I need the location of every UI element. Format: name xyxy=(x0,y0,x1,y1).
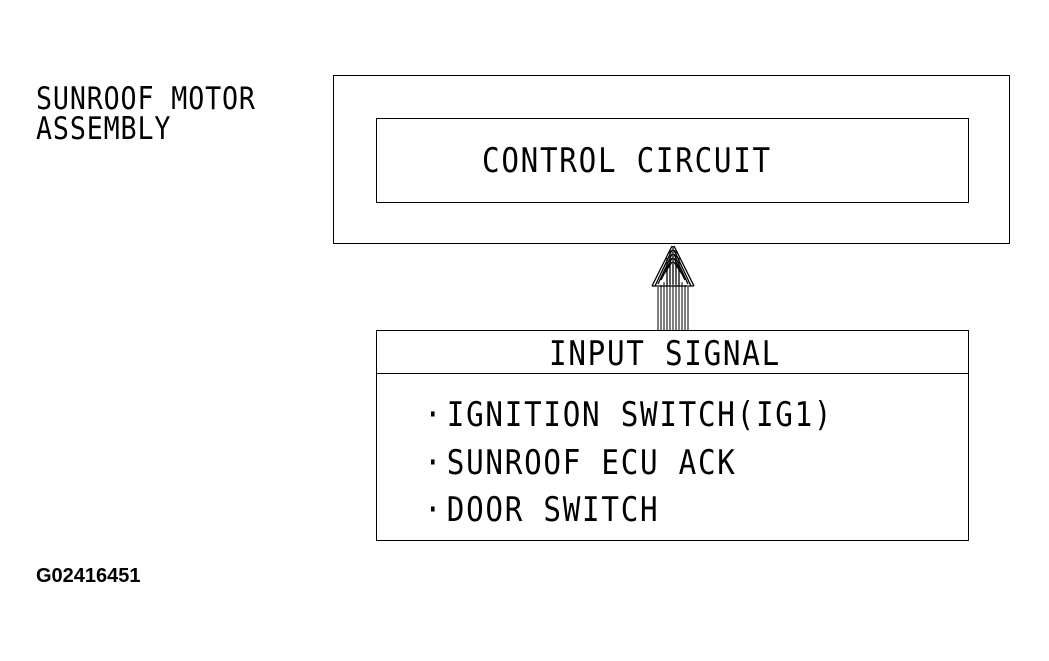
signal-item-label: SUNROOF ECU ACK xyxy=(446,443,737,483)
sunroof-motor-assembly-label: SUNROOF MOTOR ASSEMBLY xyxy=(36,81,256,147)
bullet-icon: · xyxy=(424,443,444,483)
figure-code: G02416451 xyxy=(36,565,141,587)
signal-item-label: DOOR SWITCH xyxy=(446,490,660,530)
control-circuit-label: CONTROL CIRCUIT xyxy=(482,141,772,181)
signal-item-label: IGNITION SWITCH(IG1) xyxy=(446,395,834,435)
input-signal-header: INPUT SIGNAL xyxy=(549,334,781,374)
assembly-label-line1: SUNROOF MOTOR xyxy=(36,81,256,117)
input-signal-divider xyxy=(376,373,969,374)
bullet-icon: · xyxy=(424,490,444,530)
input-signal-box xyxy=(376,330,969,541)
signal-item-ignition-switch: ·IGNITION SWITCH(IG1) xyxy=(424,398,833,432)
control-circuit-box xyxy=(376,118,969,203)
signal-flow-arrow xyxy=(651,245,695,330)
signal-item-door-switch: ·DOOR SWITCH xyxy=(424,493,659,527)
bullet-icon: · xyxy=(424,395,444,435)
signal-item-sunroof-ecu-ack: ·SUNROOF ECU ACK xyxy=(424,446,737,480)
assembly-label-line2: ASSEMBLY xyxy=(36,111,172,147)
sunroof-motor-assembly-box xyxy=(333,75,1010,244)
